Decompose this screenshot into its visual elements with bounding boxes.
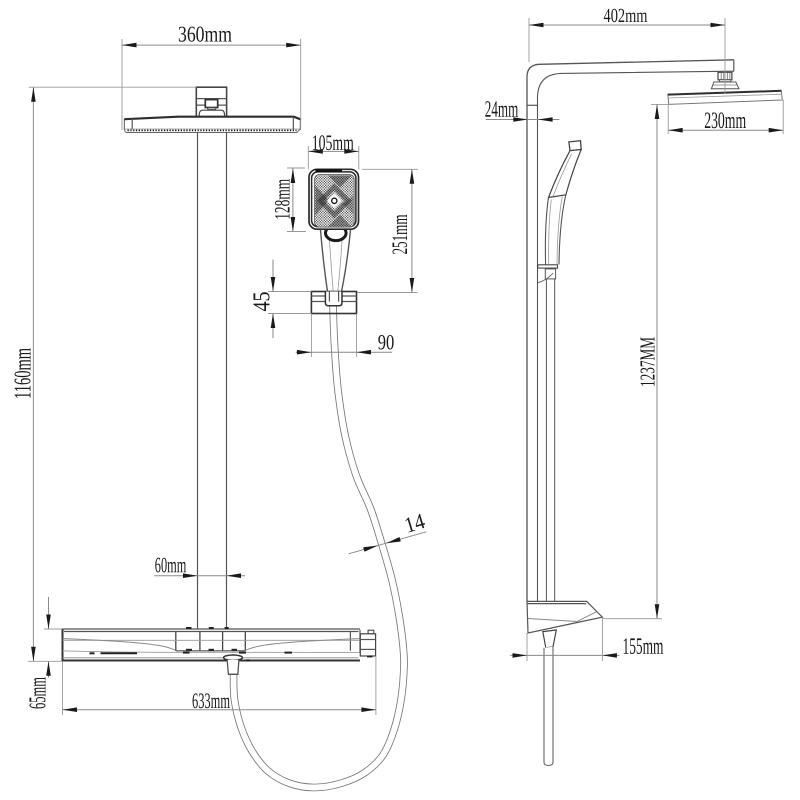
svg-text:360mm: 360mm <box>178 21 232 46</box>
svg-text:90: 90 <box>378 330 395 354</box>
svg-text:60mm: 60mm <box>155 552 187 577</box>
svg-text:633mm: 633mm <box>192 688 230 713</box>
svg-text:155mm: 155mm <box>622 634 663 660</box>
svg-text:402mm: 402mm <box>603 5 647 27</box>
svg-text:65mm: 65mm <box>26 677 52 709</box>
svg-text:1160mm: 1160mm <box>11 348 37 399</box>
svg-text:1237MM: 1237MM <box>636 337 660 387</box>
svg-text:230mm: 230mm <box>704 108 746 134</box>
svg-text:128mm: 128mm <box>270 179 295 220</box>
svg-text:45: 45 <box>250 292 276 312</box>
svg-text:251mm: 251mm <box>387 215 412 255</box>
svg-text:105mm: 105mm <box>312 130 354 155</box>
svg-text:24mm: 24mm <box>485 97 519 123</box>
